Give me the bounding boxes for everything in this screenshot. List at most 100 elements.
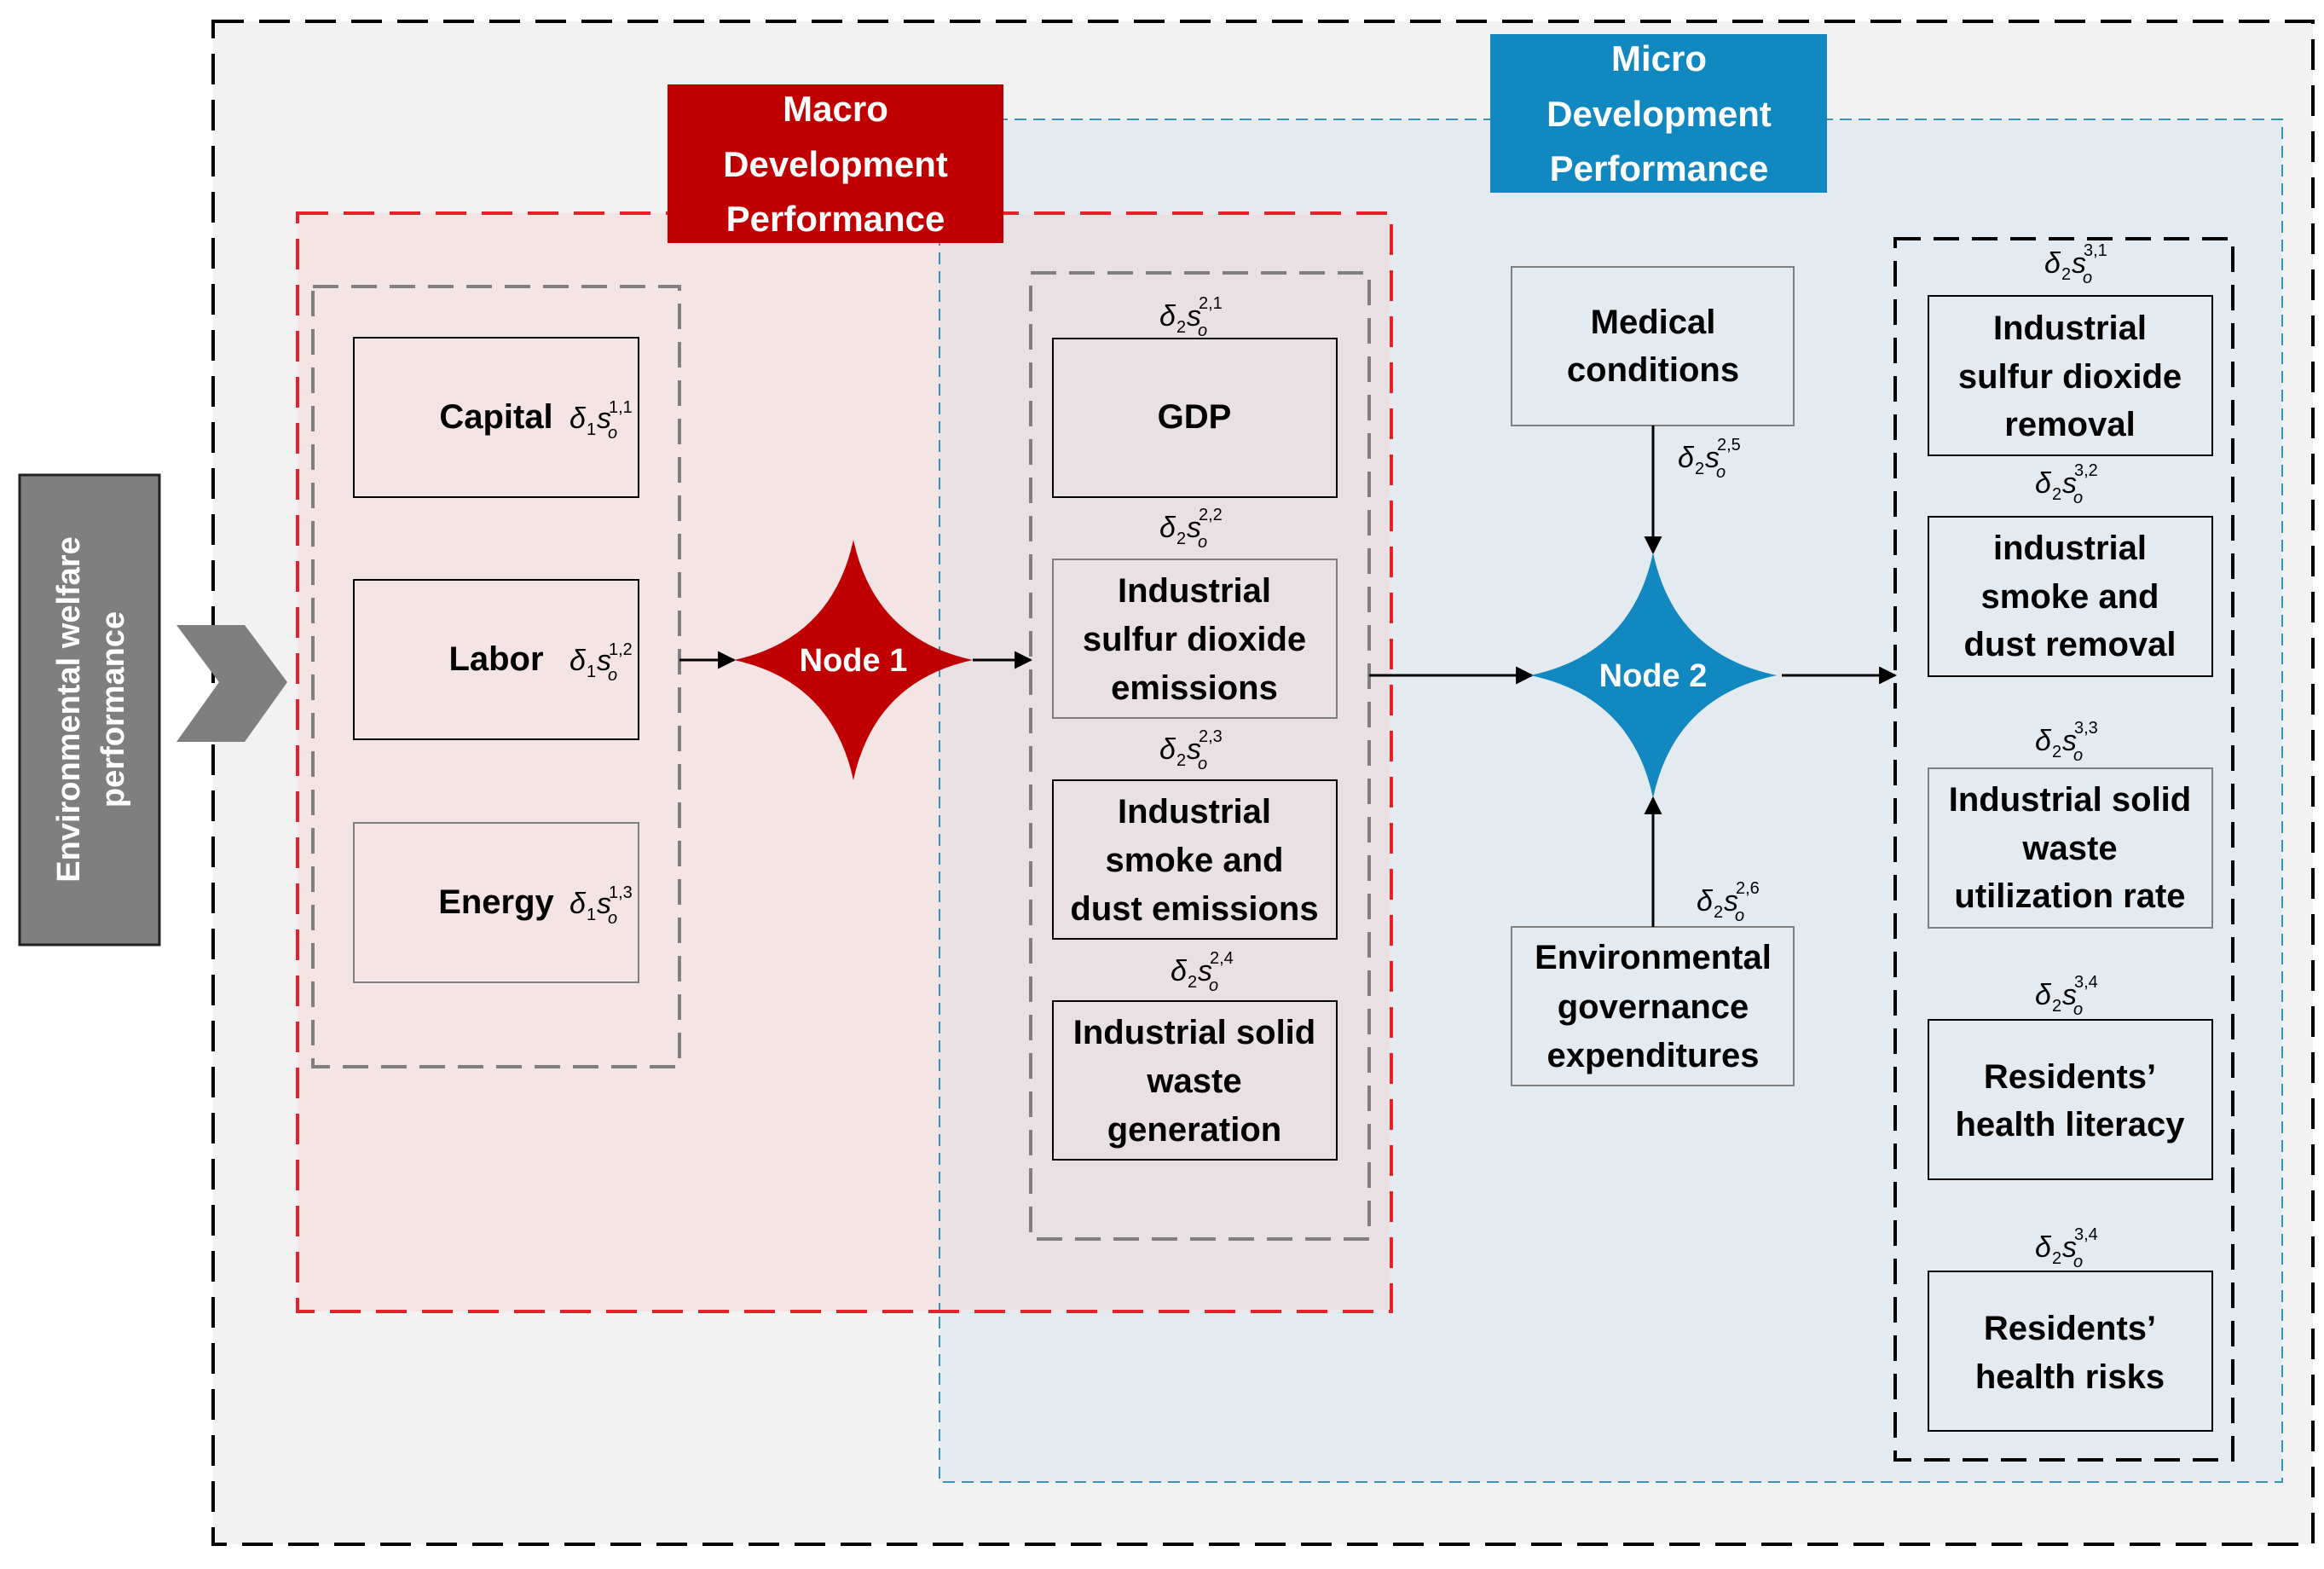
svg-text:o: o	[2073, 1000, 2083, 1019]
intermediate-box-waste	[1052, 1000, 1338, 1161]
node-1-star	[734, 540, 973, 780]
intermediate-label-gdp: GDP	[1158, 398, 1232, 436]
svg-text:2: 2	[2052, 1249, 2061, 1268]
output-dust-removal-line-3: dust removal	[1964, 626, 2177, 663]
output-box-waste-utilization	[1928, 767, 2213, 929]
svg-text:δ: δ	[1159, 300, 1176, 333]
intermediate-smoke-line-3: dust emissions	[1070, 890, 1318, 928]
svg-text:δ: δ	[2044, 247, 2061, 280]
output-health-risks-line-1: Residents’	[1984, 1310, 2156, 1347]
svg-text:2,2: 2,2	[1199, 506, 1223, 524]
macro-title-line-1: Macro	[783, 89, 888, 129]
output-box-dust-removal	[1928, 516, 2213, 677]
svg-text:s: s	[2072, 247, 2086, 280]
svg-text:δ: δ	[1678, 442, 1695, 474]
symbol-intermediate-gdp: δ 2 s o 2,1	[1159, 294, 1223, 340]
symbol-intermediate-smoke: δ 2 s o 2,3	[1159, 727, 1223, 773]
svg-text:o: o	[1716, 463, 1726, 482]
svg-text:3,3: 3,3	[2074, 719, 2098, 738]
svg-text:2: 2	[2052, 743, 2061, 761]
entry-chevron-icon	[176, 625, 287, 742]
output-dust-removal-line-2: smoke and	[1981, 578, 2159, 616]
svg-text:o: o	[2073, 489, 2083, 507]
governance-line-3: expenditures	[1547, 1037, 1760, 1074]
output-box-health-risks	[1928, 1271, 2213, 1432]
svg-text:δ: δ	[1697, 885, 1714, 918]
medical-line-2: conditions	[1567, 351, 1739, 389]
micro-title-line-1: Micro	[1611, 38, 1707, 78]
svg-text:2: 2	[2061, 265, 2071, 284]
svg-text:o: o	[1735, 906, 1744, 925]
svg-text:3,4: 3,4	[2074, 1225, 2098, 1244]
svg-text:3,2: 3,2	[2074, 461, 2098, 480]
intermediate-so2-line-3: emissions	[1111, 669, 1278, 707]
output-so2-removal-line-2: sulfur dioxide	[1958, 358, 2182, 396]
intermediate-smoke-line-2: smoke and	[1106, 842, 1284, 879]
svg-text:2: 2	[1176, 751, 1186, 770]
output-so2-removal-line-3: removal	[2004, 406, 2135, 443]
intermediate-waste-line-2: waste	[1146, 1062, 1241, 1100]
node-2-label: Node 2	[1599, 658, 1708, 694]
symbol-governance: δ 2 s o 2,6	[1697, 879, 1760, 925]
micro-title-line-2: Development	[1546, 94, 1772, 134]
svg-text:o: o	[2073, 1253, 2083, 1271]
svg-text:o: o	[2073, 746, 2083, 765]
intermediate-box-smoke	[1052, 779, 1338, 940]
node-2-star	[1530, 553, 1777, 798]
output-dust-removal-line-1: industrial	[1993, 530, 2147, 567]
macro-title-line-3: Performance	[726, 199, 945, 239]
output-so2-removal-line-1: Industrial	[1993, 310, 2147, 347]
governance-line-2: governance	[1558, 988, 1749, 1026]
svg-text:2: 2	[2052, 485, 2061, 504]
symbol-output-waste-utilization: δ 2 s o 3,3	[2035, 719, 2098, 765]
svg-text:o: o	[608, 666, 617, 685]
svg-text:δ: δ	[2035, 979, 2052, 1011]
output-waste-utilization-line-1: Industrial solid	[1949, 781, 2191, 819]
svg-text:δ: δ	[569, 888, 587, 920]
svg-text:1: 1	[587, 906, 596, 924]
macro-title-box	[668, 84, 1003, 243]
input-label-energy: Energy	[438, 883, 554, 921]
svg-text:s: s	[1724, 885, 1738, 918]
symbol-output-dust-removal: δ 2 s o 3,2	[2035, 461, 2098, 507]
output-box-health-literacy	[1928, 1019, 2213, 1180]
input-label-labor: Labor	[448, 640, 543, 678]
input-box-capital	[353, 337, 639, 498]
svg-text:s: s	[2062, 467, 2077, 500]
intermediate-so2-line-1: Industrial	[1118, 572, 1271, 610]
svg-text:o: o	[1198, 755, 1207, 773]
symbol-input-energy: δ 1 s o 1,3	[569, 883, 633, 928]
side-label-box	[18, 473, 161, 947]
output-waste-utilization-line-2: waste	[2021, 830, 2117, 867]
micro-title-line-3: Performance	[1550, 148, 1769, 188]
intermediate-so2-line-2: sulfur dioxide	[1083, 621, 1306, 658]
svg-text:δ: δ	[569, 402, 587, 435]
svg-text:s: s	[1187, 733, 1201, 766]
input-group	[311, 285, 681, 1068]
svg-text:1,2: 1,2	[609, 640, 633, 659]
symbol-output-health-literacy: δ 2 s o 3,4	[2035, 973, 2098, 1019]
symbol-output-so2-removal: δ 2 s o 3,1	[2044, 241, 2107, 287]
output-health-literacy-line-2: health literacy	[1955, 1106, 2185, 1143]
svg-text:1,1: 1,1	[609, 398, 633, 417]
svg-text:s: s	[1705, 442, 1720, 474]
symbol-input-labor: δ 1 s o 1,2	[569, 640, 633, 685]
svg-text:1: 1	[587, 420, 596, 439]
svg-text:2,1: 2,1	[1199, 294, 1223, 313]
intermediate-box-so2	[1052, 559, 1338, 719]
svg-text:s: s	[1198, 955, 1212, 987]
svg-text:3,4: 3,4	[2074, 973, 2098, 992]
svg-text:2: 2	[2052, 997, 2061, 1016]
svg-text:s: s	[2062, 979, 2077, 1011]
svg-text:s: s	[2062, 1231, 2077, 1264]
output-health-literacy-line-1: Residents’	[1984, 1058, 2156, 1096]
intermediate-group	[1029, 271, 1371, 1241]
svg-text:2,4: 2,4	[1210, 949, 1234, 968]
output-waste-utilization-line-3: utilization rate	[1954, 877, 2185, 915]
svg-text:o: o	[1198, 533, 1207, 552]
svg-text:3,1: 3,1	[2084, 241, 2107, 260]
micro-title-box	[1490, 34, 1827, 193]
svg-text:1,3: 1,3	[609, 883, 633, 902]
